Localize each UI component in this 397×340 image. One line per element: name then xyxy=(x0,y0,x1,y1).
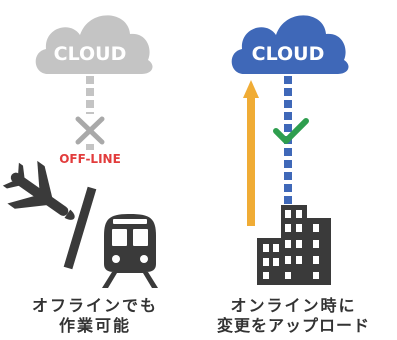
building-icon xyxy=(257,205,331,285)
slash-divider xyxy=(63,186,97,270)
online-cloud-icon: CLOUD xyxy=(231,15,349,75)
train-icon xyxy=(102,214,158,288)
offline-cloud-label: CLOUD xyxy=(54,43,127,65)
online-caption-line2: 変更をアップロード xyxy=(216,316,370,335)
airplane-icon xyxy=(2,160,75,220)
check-icon xyxy=(273,118,309,144)
online-cloud-shape xyxy=(231,15,349,75)
offline-caption-line1: オフラインでも xyxy=(31,296,158,315)
offline-status-label: OFF-LINE xyxy=(59,152,121,166)
upload-arrow-icon xyxy=(243,80,259,226)
offline-cloud-shape xyxy=(35,15,153,75)
online-cloud-label: CLOUD xyxy=(252,43,325,65)
offline-caption-line2: 作業可能 xyxy=(58,316,131,335)
online-caption-line1: オンライン時に xyxy=(230,296,357,315)
cross-icon xyxy=(75,116,105,145)
offline-cloud-icon: CLOUD xyxy=(35,15,153,75)
